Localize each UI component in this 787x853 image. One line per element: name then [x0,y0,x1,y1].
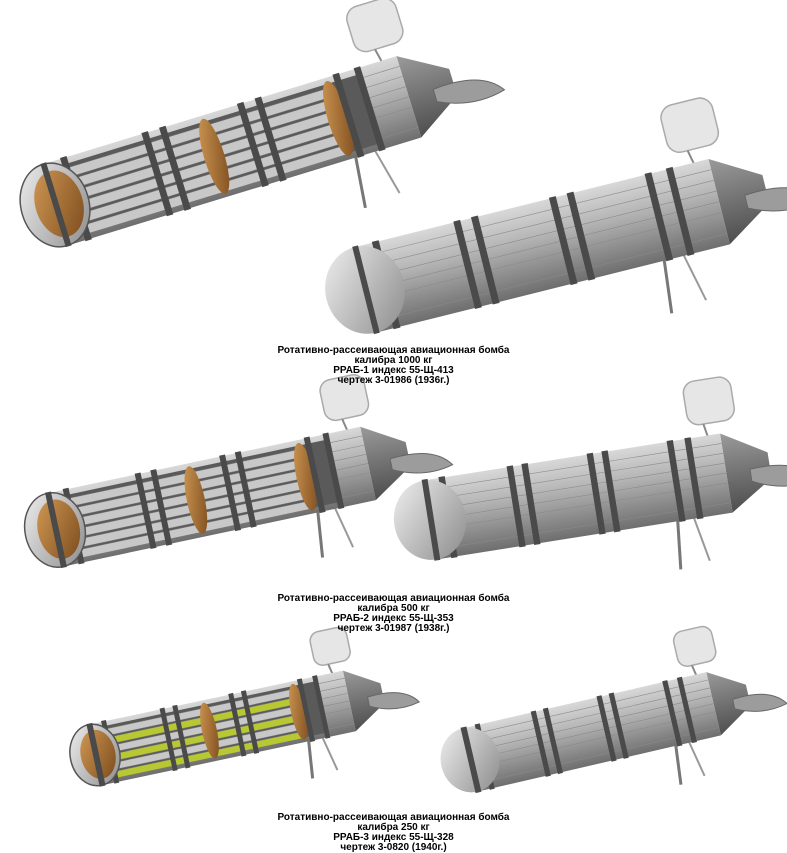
tail-fin [749,464,787,487]
wooden-bulkhead [294,442,317,511]
stabilizer-paddle [672,625,717,668]
caption-rrab-1: Ротативно-рассеивающая авиационная бомба… [0,346,787,386]
strap-band [548,196,578,286]
stabilizer-paddle [309,626,351,666]
wooden-bulkhead [289,683,308,740]
wooden-bulkhead [200,702,219,759]
strap-band [530,710,551,777]
nose-band [40,162,72,248]
nose-band [460,726,482,794]
nose-band [352,245,380,335]
strap-band [236,101,269,188]
nose-band [45,491,67,569]
wooden-bulkhead [323,80,354,156]
strap-band [254,96,287,182]
caption-line: Ротативно-рассеивающая авиационная бомба [277,593,510,604]
rrab-3-exterior [440,625,787,794]
tail-cone [396,56,458,138]
rrab-2-exterior [393,376,787,570]
caption-line: Ротативно-рассеивающая авиационная бомба [277,812,510,823]
strap-band [542,707,563,775]
strap-band [141,131,174,217]
caption-line: чертеж 3-0820 (1940г.) [340,842,447,853]
strap-band [676,676,697,744]
stabilizer-paddle [319,374,370,422]
strap-band [566,191,596,281]
caption-rrab-3: Ротативно-рассеивающая авиационная бомба… [0,813,787,853]
caption-line: РРАБ-1 индекс 55-Щ-413 [333,365,454,376]
strap-band [521,463,541,546]
caption-line: РРАБ-3 индекс 55-Щ-328 [333,832,454,843]
tail-cone [720,433,772,513]
strap-band [332,72,365,158]
rrab-1-exterior [325,97,787,335]
caption-line: чертеж 3-01986 (1936г.) [337,375,450,386]
strap-band [159,125,191,211]
strap-band [228,692,247,757]
strap-band [172,704,191,769]
strap-band [662,680,683,747]
strap-band [596,695,617,762]
rrab-3-cutaway [69,626,421,787]
strap-band [234,451,257,528]
strap-band [219,454,242,532]
stabilizer-paddle [346,0,404,53]
caption-line: Ротативно-рассеивающая авиационная бомба [277,345,510,356]
strap-band [453,219,482,309]
strap-band [586,452,606,535]
strap-band [303,436,326,514]
caption-line: калибра 500 кг [357,603,430,614]
strap-band [159,707,178,772]
strap-band [506,465,526,548]
strap-band [134,472,157,550]
strap-band [296,678,316,742]
tail-fin [366,692,421,710]
strap-band [470,215,500,305]
caption-line: калибра 250 кг [357,822,430,833]
caption-line: калибра 1000 кг [354,355,433,366]
strap-band [601,450,621,533]
wooden-bulkhead [184,466,208,534]
caption-line: РРАБ-2 индекс 55-Щ-353 [333,613,454,624]
strap-band [240,690,260,754]
caption-rrab-2: Ротативно-рассеивающая авиационная бомба… [0,594,787,634]
caption-line: чертеж 3-01987 (1938г.) [337,623,450,634]
strap-band [150,469,173,546]
strap-band [608,692,629,759]
rrab-2-cutaway [23,374,454,569]
strap-band [666,440,686,523]
stabilizer-paddle [660,97,720,153]
strap-band [665,166,695,256]
strap-band [322,432,345,510]
tail-fin [432,79,506,104]
strap-band [353,66,386,152]
tail-cone [706,672,751,736]
nose-band [421,478,441,561]
strap-band [312,675,331,739]
wooden-end-disc [34,170,84,238]
wooden-bulkhead [199,118,230,194]
tail-fin [389,453,454,474]
tail-cone [360,426,411,501]
strap-band [644,172,674,262]
nose-band [86,722,106,787]
strap-band [684,437,704,520]
stabilizer-paddle [682,376,735,426]
tail-fin [744,187,787,212]
tail-cone [342,670,385,732]
rrab-1-cutaway [19,0,506,248]
tail-cone [708,159,770,245]
